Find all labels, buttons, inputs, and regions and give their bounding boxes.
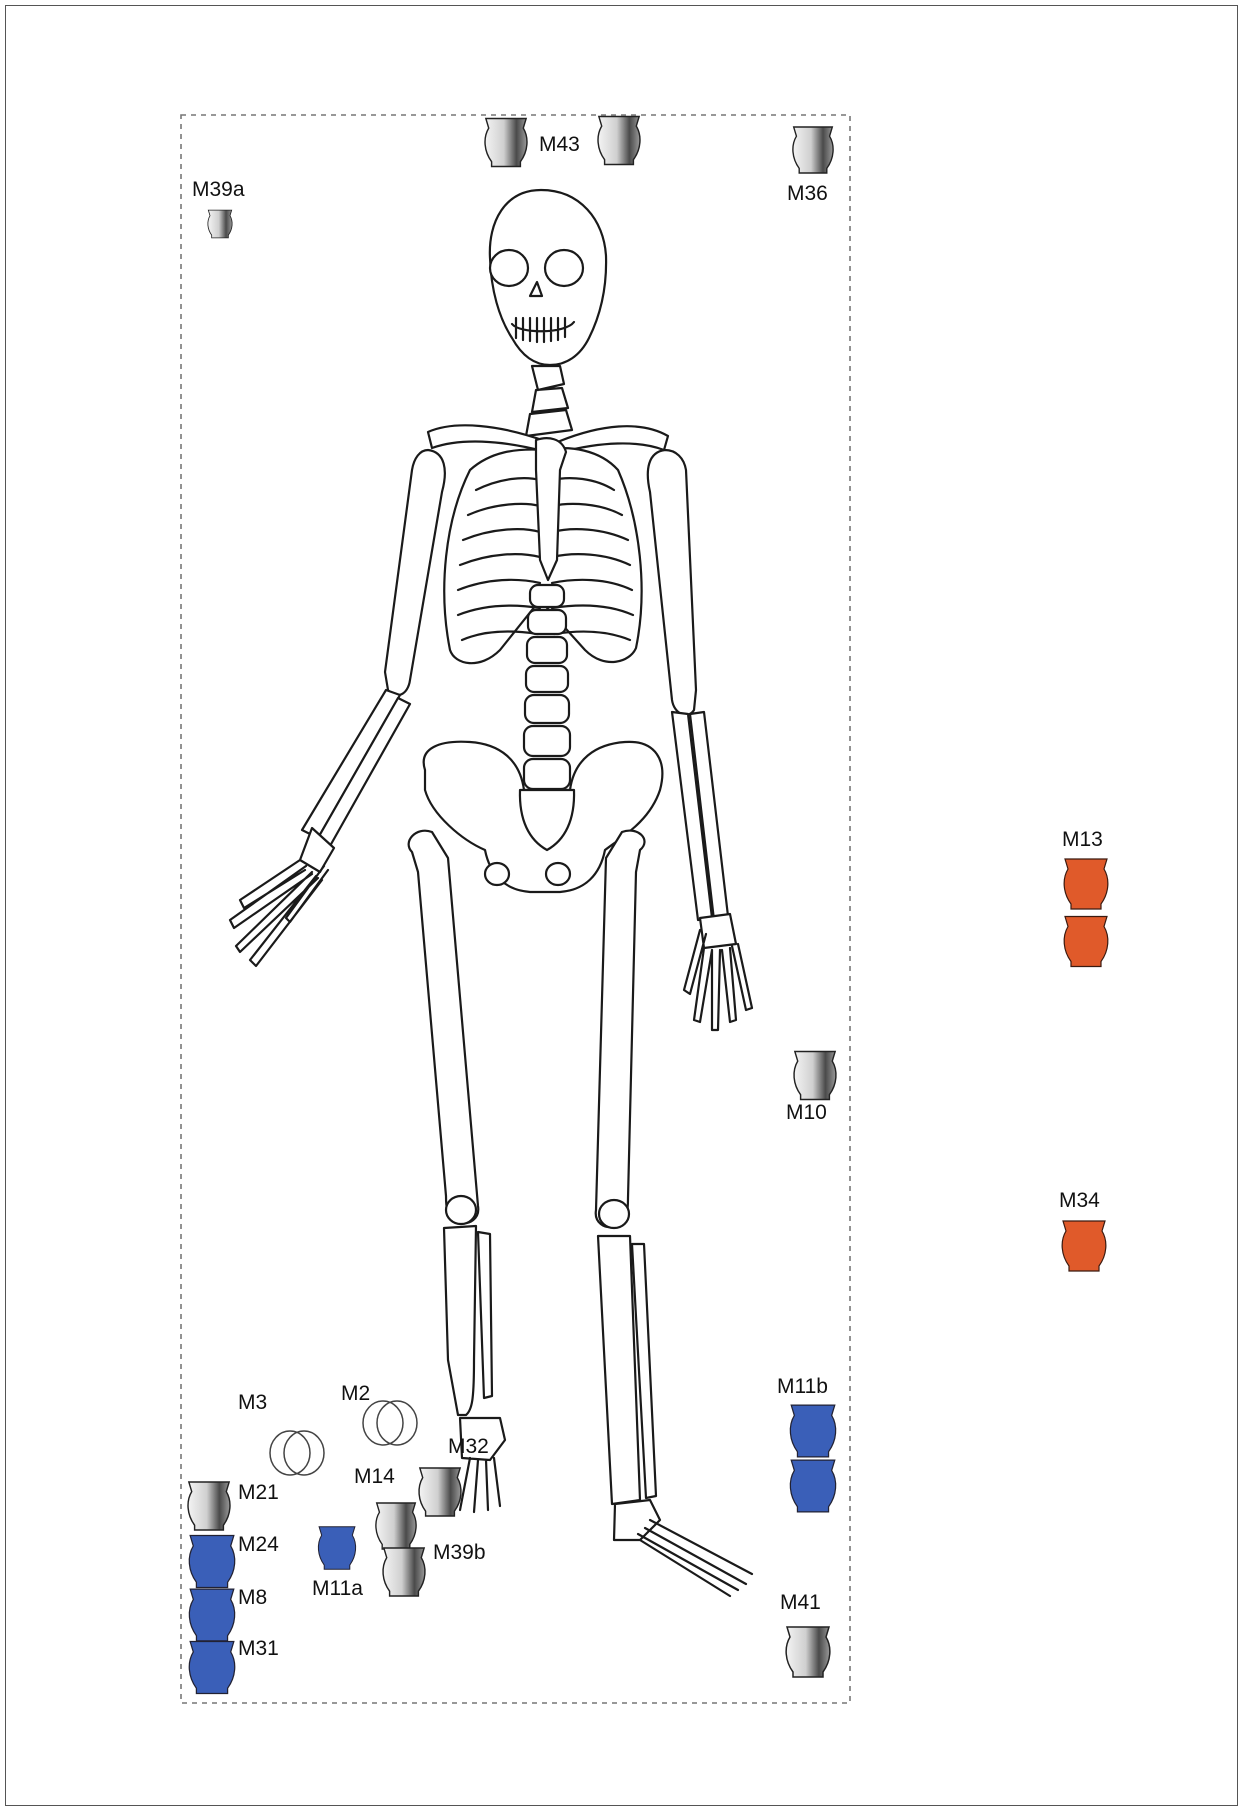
label-m39b: M39b bbox=[433, 1542, 486, 1563]
label-m2: M2 bbox=[341, 1383, 370, 1404]
pot-m43-b bbox=[598, 117, 640, 165]
pot-m21 bbox=[188, 1482, 230, 1530]
label-m14: M14 bbox=[354, 1466, 395, 1487]
obturator-right bbox=[546, 863, 570, 885]
label-m10: M10 bbox=[786, 1102, 827, 1123]
forearm-left-b bbox=[318, 698, 410, 846]
label-m21: M21 bbox=[238, 1482, 279, 1503]
pot-m11a bbox=[318, 1527, 355, 1570]
humerus-right bbox=[648, 450, 696, 715]
eye-socket-right bbox=[545, 250, 583, 286]
femur-right bbox=[596, 831, 645, 1227]
humerus-left bbox=[385, 450, 445, 695]
label-m3: M3 bbox=[238, 1392, 267, 1413]
pot-m14 bbox=[376, 1503, 416, 1549]
label-m43: M43 bbox=[539, 134, 580, 155]
pot-m24 bbox=[189, 1536, 234, 1588]
label-m34: M34 bbox=[1059, 1190, 1100, 1211]
label-m41: M41 bbox=[780, 1592, 821, 1613]
label-m8: M8 bbox=[238, 1587, 267, 1608]
tibia-left bbox=[444, 1226, 476, 1415]
patella-right bbox=[599, 1200, 629, 1228]
pot-m11b-b bbox=[790, 1460, 835, 1512]
pot-m10 bbox=[794, 1052, 836, 1100]
label-m11b: M11b bbox=[777, 1376, 828, 1397]
pot-m8 bbox=[189, 1589, 234, 1641]
pot-m39a bbox=[208, 210, 232, 238]
fibula-left bbox=[478, 1232, 492, 1398]
lumbar-spine bbox=[524, 585, 570, 789]
skeleton bbox=[230, 190, 752, 1596]
eye-socket-left bbox=[490, 250, 528, 286]
pot-m11b-a bbox=[790, 1405, 835, 1457]
pot-m13-a bbox=[1064, 859, 1108, 909]
ring-m2 bbox=[363, 1401, 417, 1445]
femur-left bbox=[409, 831, 479, 1223]
label-m36: M36 bbox=[787, 183, 828, 204]
forearm-left-a bbox=[302, 690, 400, 838]
pot-m32 bbox=[419, 1468, 461, 1516]
pot-m36 bbox=[793, 127, 833, 173]
patella-left bbox=[446, 1196, 476, 1224]
label-m31: M31 bbox=[238, 1638, 279, 1659]
label-m11a: M11a bbox=[312, 1578, 363, 1599]
pot-m41 bbox=[786, 1627, 830, 1677]
pot-m31 bbox=[189, 1642, 234, 1694]
hand-right bbox=[684, 914, 752, 1030]
label-m32: M32 bbox=[448, 1436, 489, 1457]
pot-m39b bbox=[383, 1548, 425, 1596]
label-m39a: M39a bbox=[192, 179, 245, 200]
label-m13: M13 bbox=[1062, 829, 1103, 850]
ring-m3 bbox=[270, 1431, 324, 1475]
hand-left bbox=[230, 828, 334, 966]
pot-m43-a bbox=[485, 119, 527, 167]
foot-left bbox=[460, 1418, 505, 1512]
foot-right bbox=[614, 1500, 752, 1596]
pot-m13-b bbox=[1064, 917, 1108, 967]
cervical-spine bbox=[526, 366, 572, 436]
pot-m34 bbox=[1062, 1221, 1106, 1271]
obturator-left bbox=[485, 863, 509, 885]
label-m24: M24 bbox=[238, 1534, 279, 1555]
